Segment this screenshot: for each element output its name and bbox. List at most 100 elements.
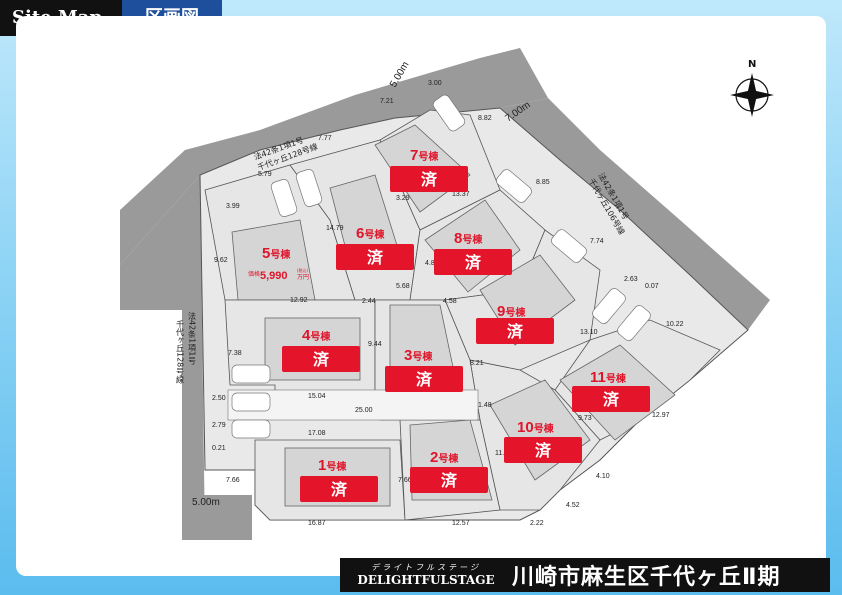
svg-text:7.74: 7.74 [590, 238, 604, 245]
road-south-stub [182, 495, 252, 540]
footer-banner: デライトフルステージ DELIGHTFULSTAGE 川崎市麻生区千代ヶ丘Ⅱ期 [340, 558, 830, 592]
lot-7-status: 済 [421, 170, 438, 189]
svg-text:9号棟: 9号棟 [497, 303, 526, 320]
svg-text:11.21: 11.21 [495, 450, 512, 457]
svg-text:7.77: 7.77 [318, 135, 332, 142]
lot-10-label: 10号棟 済 [504, 419, 582, 463]
lot-3-label: 3号棟 済 [385, 347, 463, 392]
lot-3-sold-badge [385, 366, 463, 392]
lot-10-sold-badge [504, 437, 582, 463]
svg-text:10号棟: 10号棟 [517, 419, 555, 436]
svg-text:12.92: 12.92 [290, 297, 308, 304]
svg-text:5号棟: 5号棟 [262, 245, 291, 262]
svg-text:3.00: 3.00 [428, 80, 442, 87]
svg-text:3.99: 3.99 [226, 203, 240, 210]
svg-text:7.21: 7.21 [380, 98, 394, 105]
svg-text:4.52: 4.52 [566, 502, 580, 509]
svg-text:11号棟: 11号棟 [590, 369, 627, 386]
dimension-labels: 3.00 7.21 8.82 7.77 5.79 3.99 9.62 14.79… [212, 80, 684, 527]
svg-text:7.66: 7.66 [226, 477, 240, 484]
road-width-west: 5.00m [192, 497, 220, 508]
svg-text:9.44: 9.44 [368, 341, 382, 348]
lot-8-label: 8号棟 済 [434, 230, 512, 275]
lot-8-sold-badge [434, 249, 512, 275]
svg-text:7号棟: 7号棟 [410, 147, 439, 164]
lot-4-status: 済 [313, 350, 330, 369]
svg-text:9.62: 9.62 [214, 257, 228, 264]
lot-5-price: 5,990 [260, 270, 288, 282]
lot-11-sold-badge [572, 386, 650, 412]
lot-5-price-unit: 万円 [297, 274, 309, 281]
svg-text:10.22: 10.22 [666, 321, 684, 328]
parking-space [592, 288, 626, 324]
svg-text:13.10: 13.10 [580, 329, 598, 336]
lot-9-sold-badge [476, 318, 554, 344]
svg-text:8.82: 8.82 [478, 115, 492, 122]
svg-text:7.66: 7.66 [398, 477, 412, 484]
compass-label: N [748, 59, 756, 70]
project-title: 川崎市麻生区千代ヶ丘Ⅱ期 [512, 565, 781, 590]
svg-text:17.08: 17.08 [308, 430, 326, 437]
lot-5-price-note: (税込) [297, 267, 309, 273]
svg-text:15.04: 15.04 [308, 393, 326, 400]
svg-text:4.80: 4.80 [425, 260, 439, 267]
svg-text:千代ヶ丘128号線: 千代ヶ丘128号線 [176, 319, 185, 383]
svg-text:4.58: 4.58 [443, 298, 457, 305]
lot-11-status: 済 [603, 390, 620, 409]
svg-text:3号棟: 3号棟 [404, 347, 433, 364]
parking-group [231, 94, 651, 439]
parking-space [231, 364, 271, 384]
lot-4-label: 4号棟 済 [282, 327, 360, 372]
lot-1-sold-badge [300, 476, 378, 502]
lot-7-sold-badge [390, 166, 468, 192]
brand-block: デライトフルステージ DELIGHTFULSTAGE [340, 563, 506, 587]
parking-space [231, 392, 271, 412]
road-label-west: 千代ヶ丘128号線 法42条1項1号 [176, 311, 197, 383]
lot-3-status: 済 [416, 370, 433, 389]
lot-5-label: 5号棟 価格 5,990 (税込) 万円 [248, 245, 309, 282]
parking-space [432, 94, 466, 132]
lot-10-status: 済 [535, 441, 552, 460]
parking-space [295, 169, 323, 207]
svg-text:2.44: 2.44 [362, 298, 376, 305]
svg-text:6号棟: 6号棟 [356, 225, 385, 242]
lot-11-label: 11号棟 済 [572, 369, 650, 412]
svg-text:2.79: 2.79 [212, 422, 226, 429]
parking-space [231, 419, 271, 439]
north-compass-icon: N [730, 59, 774, 117]
lot-2-status: 済 [441, 471, 458, 490]
lot-6-status: 済 [367, 248, 384, 267]
svg-text:2.22: 2.22 [530, 520, 544, 527]
parking-space [270, 179, 298, 217]
lot-5-price-label: 価格 [248, 270, 260, 278]
svg-text:法42条1項1号: 法42条1項1号 [188, 311, 197, 365]
parking-space [551, 229, 587, 263]
svg-text:12.97: 12.97 [652, 412, 670, 419]
lot-2-sold-badge [410, 467, 488, 493]
svg-text:0.21: 0.21 [212, 445, 226, 452]
lot-4-sold-badge [282, 346, 360, 372]
parking-space [617, 305, 651, 341]
svg-text:5.68: 5.68 [396, 283, 410, 290]
road-east [500, 98, 770, 330]
svg-text:8.85: 8.85 [536, 179, 550, 186]
svg-text:12.57: 12.57 [452, 520, 470, 527]
lot-8-status: 済 [465, 253, 482, 272]
svg-text:2.50: 2.50 [212, 395, 226, 402]
lot-6-sold-badge [336, 244, 414, 270]
svg-text:4号棟: 4号棟 [302, 327, 331, 344]
lot-2-label: 2号棟 済 [410, 449, 488, 493]
svg-text:25.00: 25.00 [355, 407, 373, 414]
lot-1-label: 1号棟 済 [300, 457, 378, 502]
svg-text:14.79: 14.79 [326, 225, 344, 232]
svg-text:7.38: 7.38 [228, 350, 242, 357]
brand-kana: デライトフルステージ [371, 563, 481, 572]
svg-text:8.21: 8.21 [470, 360, 484, 367]
svg-text:13.37: 13.37 [452, 191, 470, 198]
svg-text:2.63: 2.63 [624, 276, 638, 283]
parking-space [496, 169, 532, 203]
lot-9-status: 済 [507, 322, 524, 341]
svg-text:1号棟: 1号棟 [318, 457, 347, 474]
svg-text:0.07: 0.07 [645, 283, 659, 290]
